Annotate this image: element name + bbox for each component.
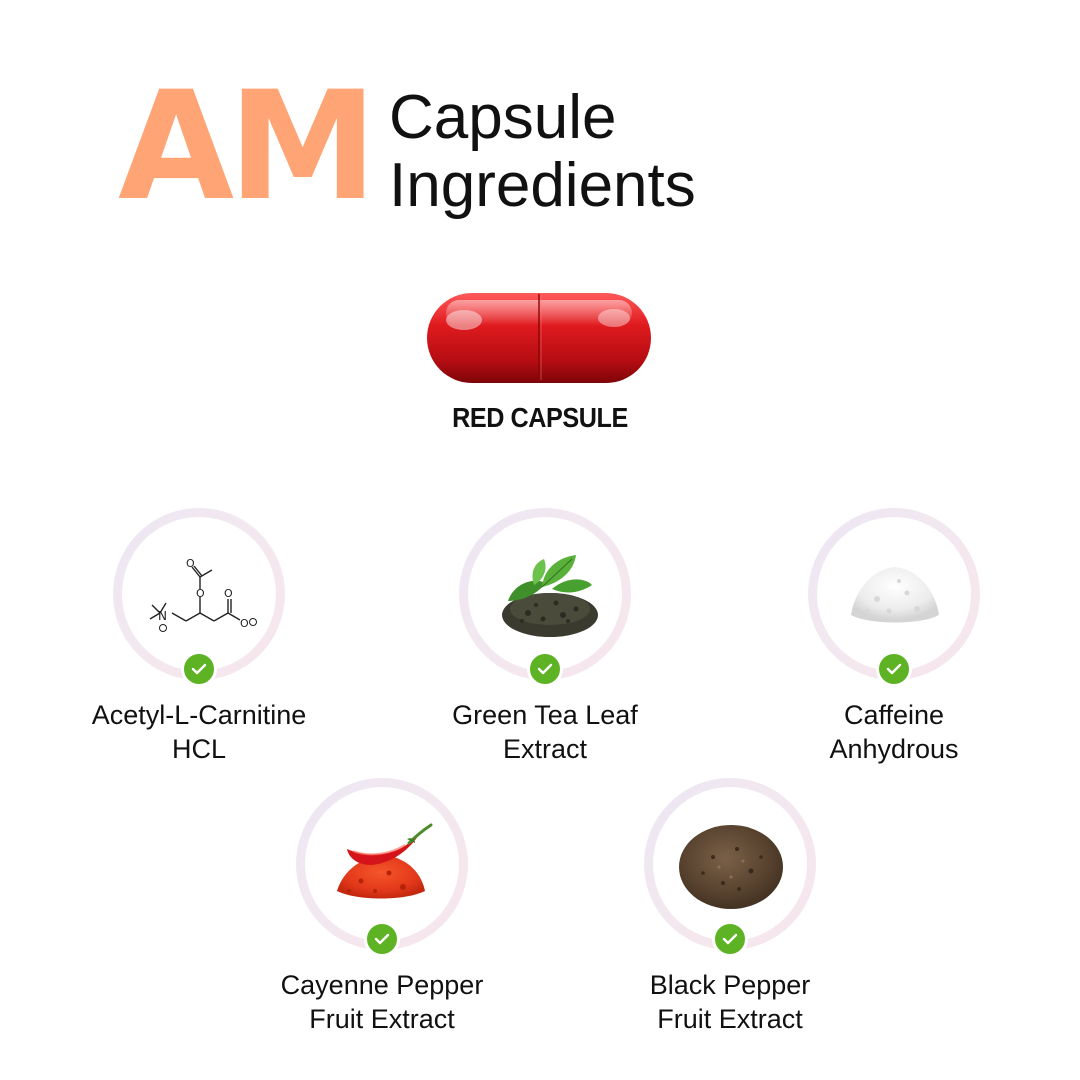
ingredient-name: Caffeine Anhydrous [744, 698, 1044, 766]
check-icon [364, 921, 400, 957]
check-icon [712, 921, 748, 957]
capsule-label: RED CAPSULE [452, 402, 628, 433]
ingredient-name: Cayenne Pepper Fruit Extract [232, 968, 532, 1036]
black-pepper-powder-icon [653, 787, 807, 941]
page-title: Capsule Ingredients [389, 84, 696, 220]
am-badge: AM [118, 60, 377, 234]
green-tea-leaf-icon [468, 517, 622, 671]
red-capsule-icon [424, 290, 654, 388]
ingredient-name-line-2: Anhydrous [829, 734, 959, 764]
ingredient-card: Cayenne Pepper Fruit Extract [232, 778, 532, 1048]
ingredient-card: Caffeine Anhydrous [744, 508, 1044, 778]
ingredient-name-line-2: Fruit Extract [657, 1004, 803, 1034]
ingredient-name: Acetyl-L-Carnitine HCL [49, 698, 349, 766]
ingredient-card: Black Pepper Fruit Extract [580, 778, 880, 1048]
svg-text:O: O [224, 587, 233, 600]
ingredient-name-line-1: Green Tea Leaf [452, 700, 638, 730]
ingredient-name-line-1: Black Pepper [649, 970, 811, 1000]
ingredient-name: Black Pepper Fruit Extract [580, 968, 880, 1036]
ingredient-name-line-1: Cayenne Pepper [280, 970, 484, 1000]
ingredient-name-line-1: Acetyl-L-Carnitine [91, 700, 307, 730]
acetyl-l-carnitine-structure-icon: N O O O O [122, 517, 276, 671]
ingredient-name-line-1: Caffeine [843, 700, 945, 730]
ingredient-ring: N O O O O [113, 508, 285, 680]
ingredient-name-line-2: Extract [502, 734, 588, 764]
ingredient-name-line-2: HCL [171, 734, 226, 764]
svg-text:N: N [158, 609, 167, 623]
ingredient-ring [644, 778, 816, 950]
title-line-1: Capsule [389, 83, 617, 152]
ingredient-ring [296, 778, 468, 950]
ingredient-card: Green Tea Leaf Extract [395, 508, 695, 778]
svg-text:O: O [186, 557, 195, 570]
svg-text:O: O [240, 617, 249, 630]
ingredient-name-line-2: Fruit Extract [309, 1004, 455, 1034]
svg-text:O: O [196, 587, 205, 600]
title-line-2: Ingredients [389, 151, 696, 220]
ingredient-card: N O O O O Acetyl-L-Carnitine HCL [49, 508, 349, 778]
check-icon [876, 651, 912, 687]
caffeine-powder-icon [817, 517, 971, 671]
cayenne-pepper-icon [305, 787, 459, 941]
check-icon [527, 651, 563, 687]
check-icon [181, 651, 217, 687]
ingredient-name: Green Tea Leaf Extract [395, 698, 695, 766]
